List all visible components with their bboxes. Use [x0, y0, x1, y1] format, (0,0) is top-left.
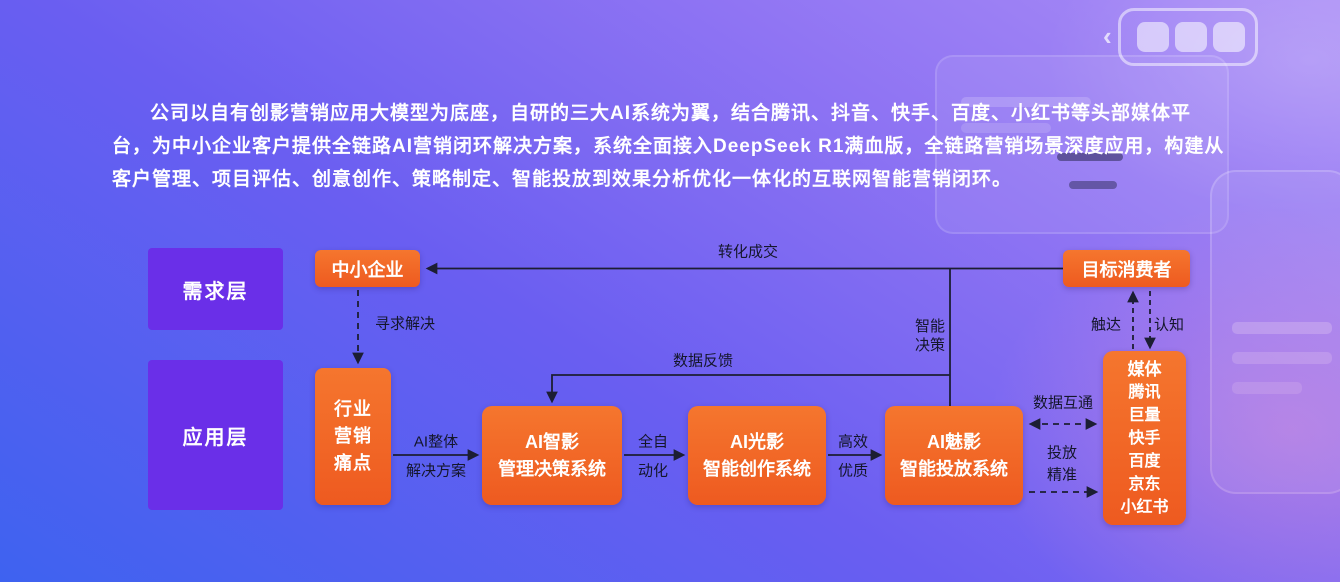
edge-label-ai-solution-top: AI整体: [413, 433, 459, 451]
layer-application-label: 应用层: [182, 426, 249, 449]
node-media-platform: 巨量: [1128, 406, 1161, 424]
edge-label-precise-bottom: 精准: [1046, 466, 1078, 484]
node-media-title: 媒体: [1127, 359, 1162, 379]
edge-label-full-auto-bottom: 动化: [637, 462, 669, 480]
node-media-platform: 小红书: [1120, 498, 1169, 516]
node-pain-line: 营销: [334, 426, 372, 446]
node-consumer: 目标消费者: [1063, 250, 1190, 287]
edge-label-smart-decision: 智能 决策: [915, 317, 945, 355]
node-ai-deliver-title: AI魅影: [927, 431, 981, 452]
decor-bar: [961, 97, 1091, 107]
node-media-platform: 百度: [1128, 452, 1161, 470]
node-consumer-label: 目标消费者: [1081, 259, 1172, 280]
edge-label-data-sync: 数据互通: [1032, 394, 1094, 412]
edge-label-seek-solution: 寻求解决: [374, 315, 436, 333]
node-ai-create-title: AI光影: [730, 431, 784, 452]
node-ai-create-system: AI光影 智能创作系统: [688, 406, 826, 505]
edge-label-precise-top: 投放: [1046, 444, 1078, 462]
decor-bar: [1232, 322, 1332, 334]
decor-key-button: [1137, 22, 1169, 52]
edge-label-ai-solution-bottom: 解决方案: [405, 462, 467, 480]
decor-key-button: [1213, 22, 1245, 52]
edge-label-awareness: 认知: [1153, 316, 1185, 334]
chevron-left-icon: ‹: [1103, 21, 1112, 51]
layer-application: 应用层: [148, 360, 283, 510]
decor-browser-card: [935, 55, 1229, 234]
intro-paragraph: 公司以自有创影营销应用大模型为底座，自研的三大AI系统为翼，结合腾讯、抖音、快手…: [112, 103, 1225, 190]
node-media-platform: 腾讯: [1128, 383, 1161, 401]
decor-bar: [1057, 153, 1123, 161]
node-ai-manage-title: AI智影: [525, 431, 579, 452]
node-pain-points: 行业 营销 痛点: [315, 368, 391, 505]
decor-key-button: [1175, 22, 1207, 52]
node-ai-deliver-subtitle: 智能投放系统: [900, 458, 1008, 479]
edge-label-conversion: 转化成交: [717, 243, 779, 261]
node-pain-line: 痛点: [334, 453, 372, 473]
decor-bar: [1232, 352, 1332, 364]
decor-window-frame: ‹: [1103, 8, 1258, 66]
edge-label-efficient-top: 高效: [837, 433, 869, 451]
node-media-platform: 快手: [1128, 429, 1161, 447]
edge-label-full-auto-top: 全自: [637, 433, 669, 451]
edge-label-data-feedback: 数据反馈: [672, 352, 734, 370]
node-sme-label: 中小企业: [331, 259, 404, 280]
decor-bar: [1069, 181, 1117, 189]
node-sme: 中小企业: [315, 250, 420, 287]
node-media-platform: 京东: [1128, 475, 1161, 493]
node-pain-line: 行业: [334, 399, 372, 419]
node-ai-create-subtitle: 智能创作系统: [703, 458, 811, 479]
decor-bar: [1232, 382, 1302, 394]
decor-bar: [961, 123, 1051, 133]
edge-label-smart-decision-line: 决策: [914, 337, 946, 354]
decor-phone-mockup: [1210, 170, 1340, 494]
node-ai-manage-system: AI智影 管理决策系统: [482, 406, 622, 505]
edge-label-efficient-bottom: 优质: [837, 462, 869, 480]
node-ai-manage-subtitle: 管理决策系统: [498, 458, 606, 479]
edge-label-reach: 触达: [1090, 316, 1122, 334]
layer-demand-label: 需求层: [182, 280, 249, 303]
edge-label-smart-decision-line: 智能: [914, 318, 946, 335]
layer-demand: 需求层: [148, 248, 283, 330]
node-media: 媒体 腾讯 巨量 快手 百度 京东 小红书: [1103, 351, 1186, 525]
node-ai-deliver-system: AI魅影 智能投放系统: [885, 406, 1023, 505]
